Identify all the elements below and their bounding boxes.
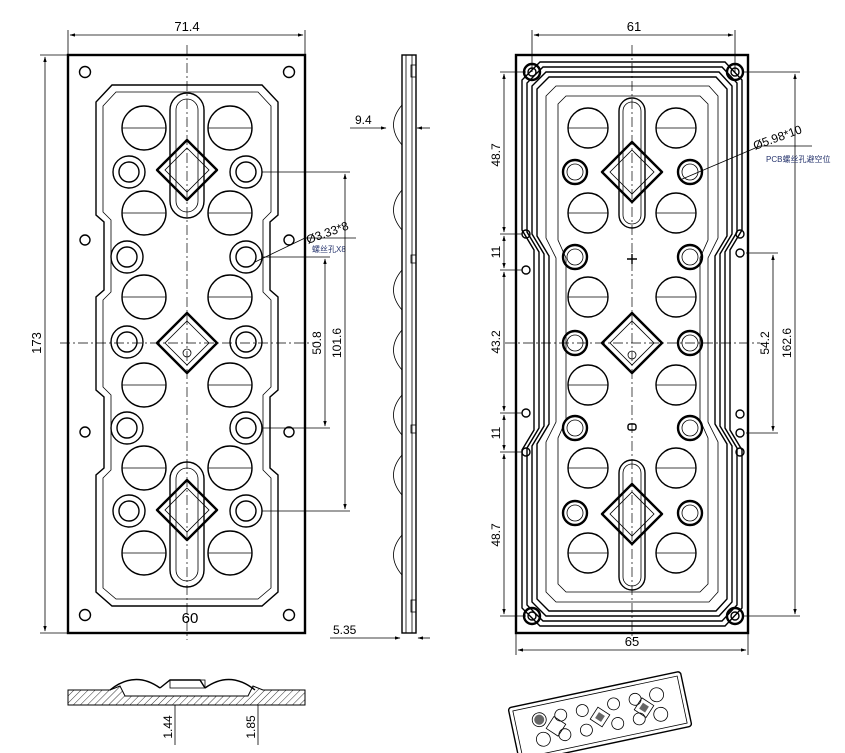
dim-back-pitch: 54.2 162.6 xyxy=(744,71,800,617)
front-width-label: 71.4 xyxy=(174,19,199,34)
dim-side-depth: 9.4 xyxy=(350,113,430,130)
gap-upper-label: 11 xyxy=(489,245,503,258)
pitch-long-label: 101.6 xyxy=(330,328,344,358)
front-corner-holes xyxy=(78,65,296,622)
gap-lower-label: 11 xyxy=(489,426,503,439)
segment-mid-label: 43.2 xyxy=(489,330,503,354)
side-base-label: 5.35 xyxy=(333,623,357,637)
front-diamond-pads xyxy=(155,138,219,542)
dim-front-width: 71.4 xyxy=(67,19,306,55)
back-width-label: 61 xyxy=(627,19,641,34)
hole-callout-text: Ø3.33*8 xyxy=(304,218,350,246)
side-depth-label: 9.4 xyxy=(355,113,372,127)
back-corner-holes xyxy=(522,62,745,626)
back-diamond-pads xyxy=(600,140,664,546)
segment-bottom-label: 48.7 xyxy=(489,523,503,547)
section-view: 1.44 1.85 xyxy=(67,678,306,745)
front-body-outline xyxy=(95,84,279,607)
dim-back-chain: 48.7 11 43.2 11 48.7 xyxy=(489,71,526,617)
front-view: 71.4 173 60 Ø3.33*8 螺丝孔X8 50.8 101. xyxy=(29,19,356,640)
dim-side-base: 5.35 xyxy=(330,623,430,640)
section-dim-b: 1.85 xyxy=(244,715,258,739)
segment-top-label: 48.7 xyxy=(489,143,503,167)
dim-back-width: 61 xyxy=(531,19,736,72)
side-lens-bumps xyxy=(393,104,403,576)
hole-note-text: 螺丝孔X8 xyxy=(312,244,346,254)
section-dim-a: 1.44 xyxy=(161,715,175,739)
dim-front-pitch: 50.8 101.6 xyxy=(262,171,350,512)
front-outer-frame xyxy=(66,53,307,635)
pcb-note-text: PCB螺丝孔避空位 xyxy=(766,154,830,164)
pcb-callout-text: Ø5.98*10 xyxy=(751,122,804,153)
back-bosses xyxy=(561,158,704,527)
pitch-short-label: 50.8 xyxy=(310,331,324,355)
back-pitch-long-label: 162.6 xyxy=(780,328,794,358)
dim-back-outer-width: 65 xyxy=(515,633,749,655)
front-body-inner xyxy=(102,91,272,600)
back-contours xyxy=(521,61,743,627)
isometric-view xyxy=(507,671,693,753)
front-lens-array xyxy=(121,105,253,576)
front-inner-width-label: 60 xyxy=(182,610,199,627)
back-pitch-short-label: 54.2 xyxy=(758,331,772,355)
back-outer-width-label: 65 xyxy=(625,634,639,649)
back-lens-array xyxy=(567,107,697,574)
side-view: 9.4 5.35 xyxy=(330,54,430,640)
back-view: 61 65 48.7 11 43.2 11 48.7 xyxy=(489,19,830,655)
dim-front-height: 173 xyxy=(29,54,68,634)
front-height-label: 173 xyxy=(29,332,44,354)
section-body xyxy=(67,685,306,706)
